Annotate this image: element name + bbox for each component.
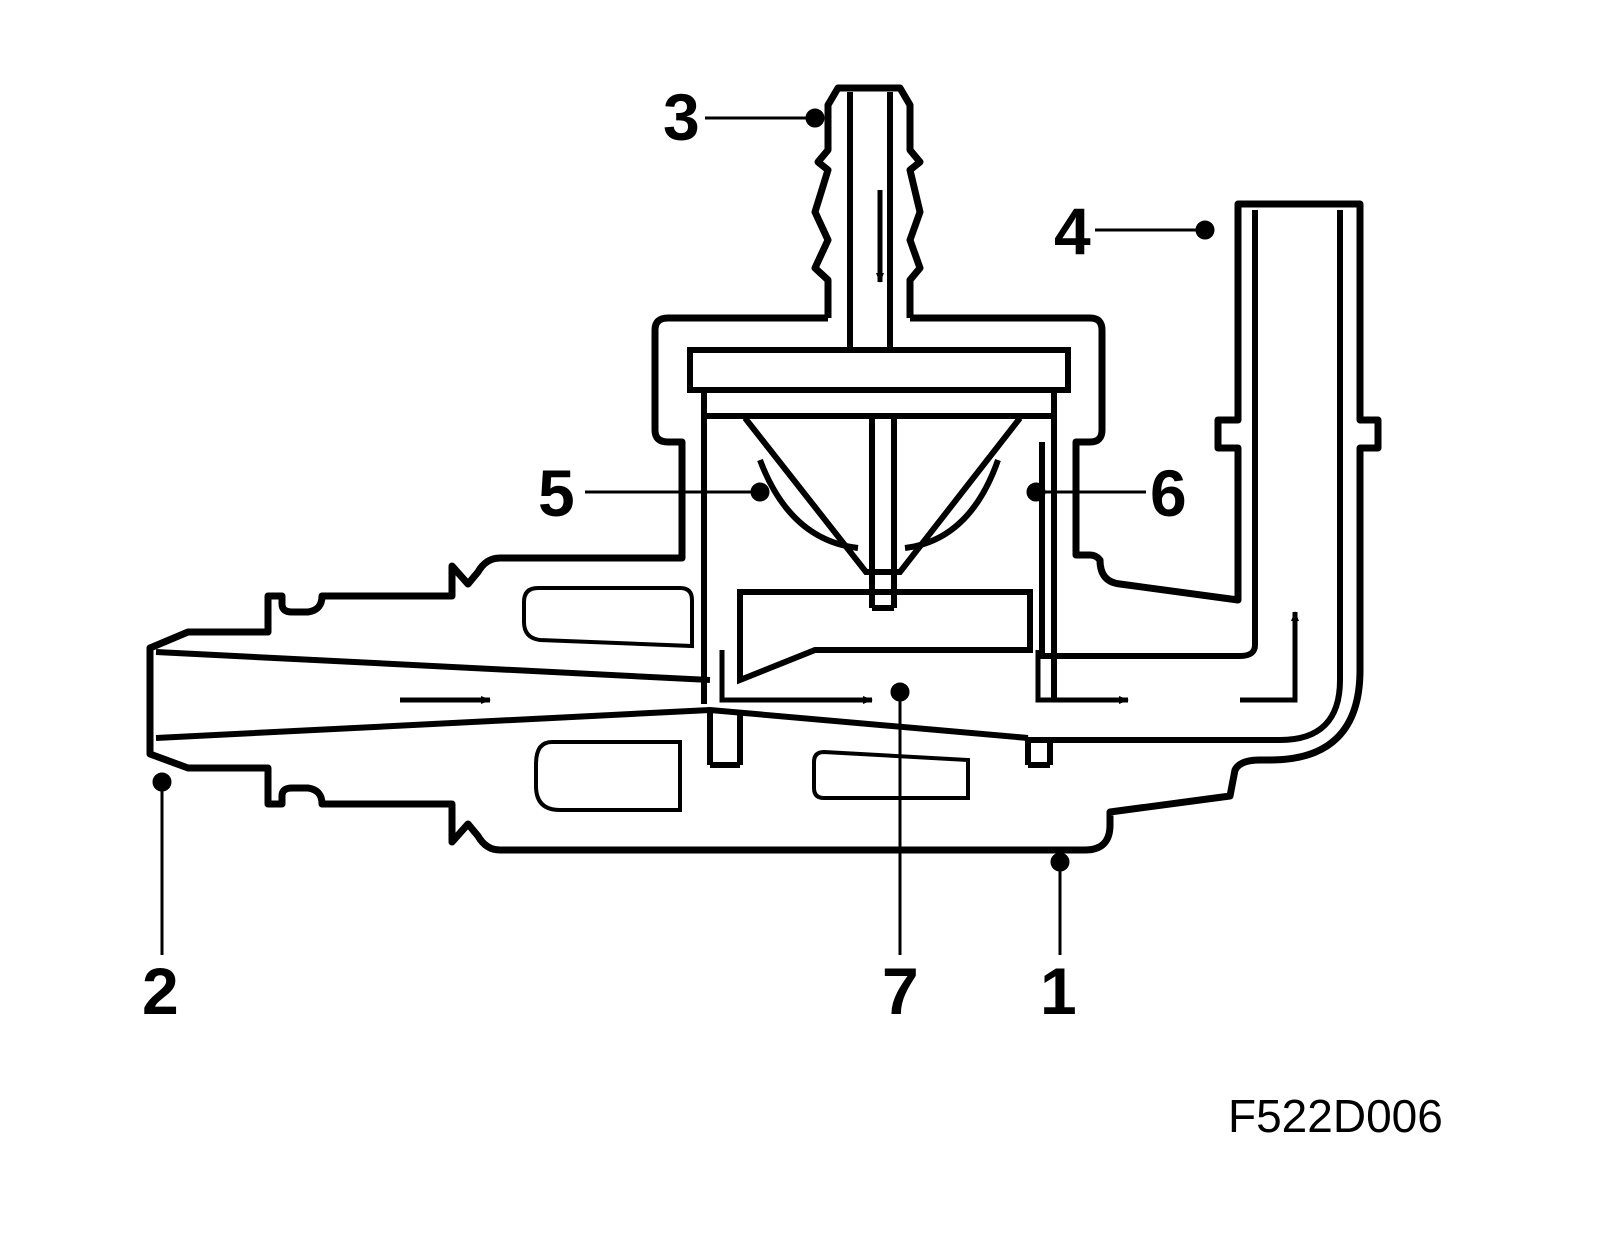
callout-5: 5: [538, 456, 575, 530]
callout-6: 6: [1150, 456, 1187, 530]
valve-housing: [146, 200, 1382, 854]
top-hose-nozzle: [811, 84, 924, 318]
callout-3: 3: [663, 80, 700, 154]
valve-plate: [737, 589, 1033, 685]
callout-2: 2: [142, 954, 179, 1028]
main-flow-channel: [155, 649, 1053, 768]
figure-code: F522D006: [1228, 1090, 1443, 1142]
diaphragm-cap: [687, 347, 1071, 704]
flow-arrows: [400, 190, 1299, 704]
callout-7: 7: [882, 954, 919, 1028]
leader-lines: [152, 108, 1215, 955]
top-nozzle-bore: [847, 92, 893, 350]
callout-4: 4: [1054, 194, 1091, 268]
housing-pockets: [522, 586, 970, 812]
callout-1: 1: [1040, 954, 1077, 1028]
outlet-elbow-inner-wall: [1028, 210, 1343, 743]
diaphragm-cone: [742, 416, 1023, 611]
